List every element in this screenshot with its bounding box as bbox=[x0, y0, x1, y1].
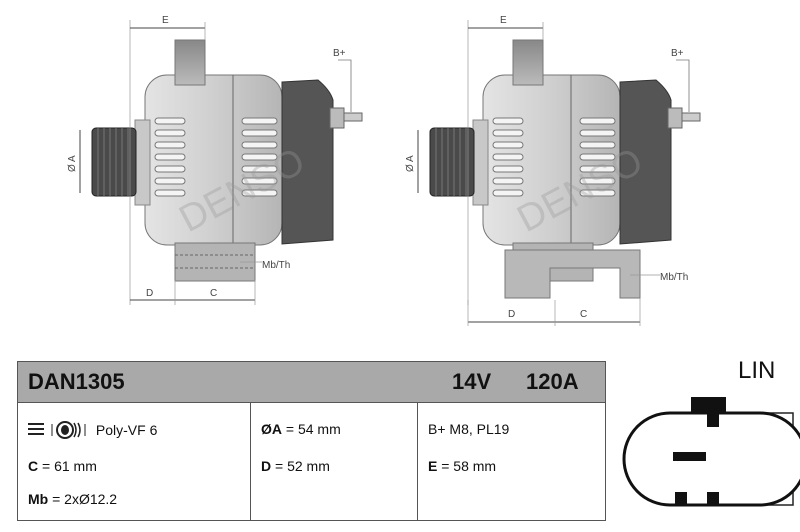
d-spec: D = 52 mm bbox=[261, 458, 330, 474]
e-key: E bbox=[428, 458, 438, 474]
dimension-d-label: D bbox=[146, 288, 153, 299]
dimension-c-label: C bbox=[580, 309, 587, 320]
alternator-drawings: E B+ Ø A D C Mb/Th DENSO E B+ Ø A D C Mb… bbox=[67, 15, 800, 326]
c-spec: C = 61 mm bbox=[28, 458, 97, 474]
spec-header: DAN1305 14V 120A bbox=[18, 362, 605, 403]
connector-label: LIN bbox=[738, 357, 776, 384]
a-spec: ØA = 54 mm bbox=[261, 421, 341, 437]
amperage: 120A bbox=[526, 369, 579, 394]
dimension-e-label: E bbox=[162, 15, 169, 26]
dimension-c-label: C bbox=[210, 288, 217, 299]
spec-column-2: ØA = 54 mm D = 52 mm bbox=[251, 403, 418, 521]
c-key: C bbox=[28, 458, 39, 474]
b-plus-label: B+ bbox=[671, 48, 684, 59]
e-value: = 58 mm bbox=[437, 458, 497, 474]
a-key: ØA bbox=[261, 421, 282, 437]
mb-th-label: Mb/Th bbox=[660, 272, 688, 283]
alternator-front-view: E B+ Ø A D C Mb/Th DENSO bbox=[67, 15, 362, 305]
pulley-icon bbox=[28, 421, 86, 439]
mb-th-label: Mb/Th bbox=[262, 260, 290, 271]
a-value: = 54 mm bbox=[282, 421, 341, 437]
spec-column-1: Poly-VF 6 C = 61 mm Mb = 2xØ12.2 bbox=[18, 403, 251, 521]
e-spec: E = 58 mm bbox=[428, 458, 496, 474]
lin-connector-icon bbox=[622, 397, 800, 507]
d-key: D bbox=[261, 458, 272, 474]
alternator-alt-view: E B+ Ø A D C Mb/Th DENSO bbox=[405, 15, 700, 326]
b-plus-spec: B+ M8, PL19 bbox=[428, 421, 510, 437]
mb-key: Mb bbox=[28, 491, 49, 507]
diameter-a-label: Ø A bbox=[67, 155, 78, 172]
pulley-type: Poly-VF 6 bbox=[95, 422, 158, 438]
mb-value: = 2xØ12.2 bbox=[48, 491, 118, 507]
b-plus-label: B+ bbox=[333, 48, 346, 59]
c-value: = 61 mm bbox=[38, 458, 97, 474]
pulley-spec: Poly-VF 6 bbox=[28, 421, 157, 439]
dimension-e-label: E bbox=[500, 15, 507, 26]
dimension-d-label: D bbox=[508, 309, 515, 320]
mb-spec: Mb = 2xØ12.2 bbox=[28, 491, 117, 507]
d-value: = 52 mm bbox=[271, 458, 330, 474]
spec-column-3: B+ M8, PL19 E = 58 mm bbox=[418, 403, 605, 521]
voltage: 14V bbox=[452, 369, 492, 394]
part-number: DAN1305 bbox=[28, 369, 125, 394]
diameter-a-label: Ø A bbox=[405, 155, 416, 172]
spec-table: DAN1305 14V 120A Poly-VF 6 C = 61 mm Mb … bbox=[17, 361, 606, 521]
